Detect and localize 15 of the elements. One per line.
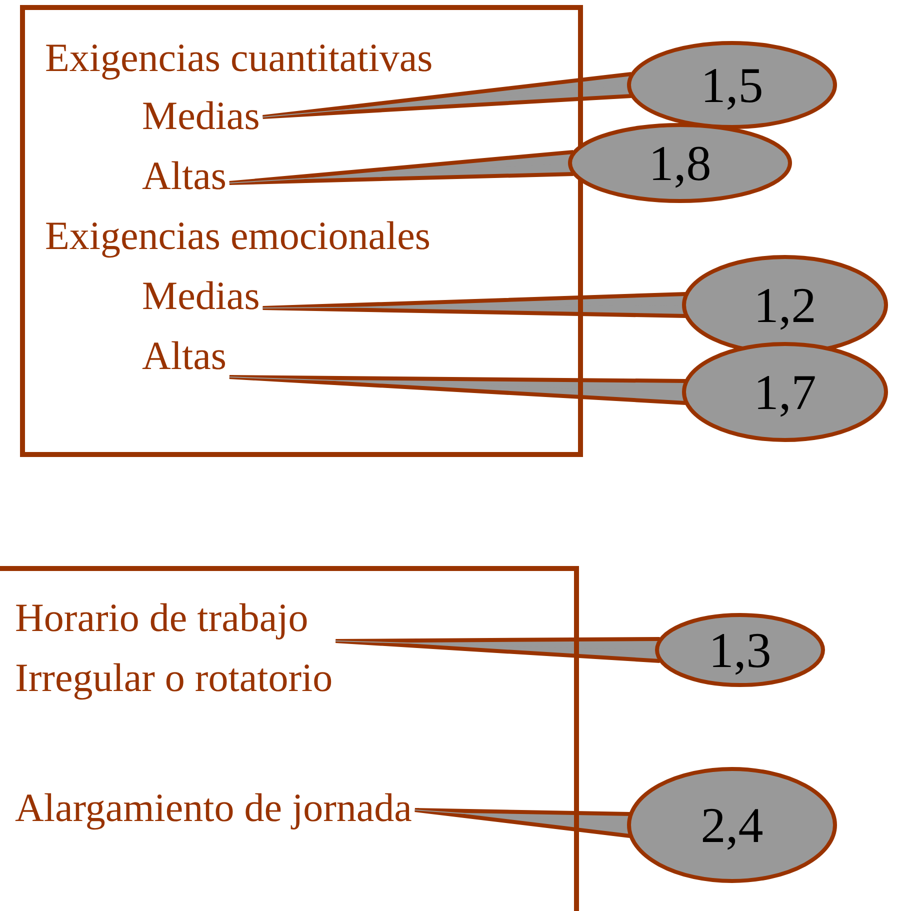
row-label: Altas [142, 326, 341, 386]
callout-ellipse: 1,3 [655, 613, 825, 687]
callout-ellipse: 1,8 [568, 123, 792, 203]
callout-ellipse: 1,7 [682, 342, 888, 442]
row-label: Altas [142, 146, 333, 206]
row-label: Medias [142, 86, 353, 146]
row-label: Alargamiento de jornada [15, 778, 559, 838]
row-label: Horario de trabajo Irregular o rotatorio [15, 588, 520, 708]
outline-box [0, 566, 579, 911]
row-label: Exigencias cuantitativas [45, 28, 565, 88]
callout-ellipse: 1,5 [627, 41, 837, 129]
row-label: Medias [142, 266, 353, 326]
outline-box [20, 5, 583, 457]
row-label: Exigencias emocionales [45, 206, 565, 266]
callout-ellipse: 2,4 [627, 767, 837, 883]
